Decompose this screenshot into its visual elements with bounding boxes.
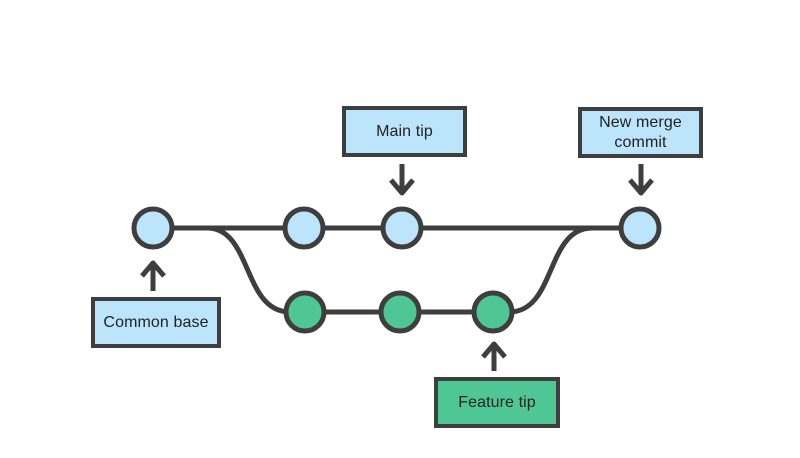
new-merge-commit-label-box: New merge commit xyxy=(578,107,703,158)
commit-node-feature-2 xyxy=(378,290,422,334)
arrow-head xyxy=(481,341,507,359)
commit-node-new-merge-commit xyxy=(618,206,662,250)
commit-node-feature-tip xyxy=(471,290,515,334)
new-merge-commit-arrow-down xyxy=(628,164,654,196)
feature-tip-label: Feature tip xyxy=(458,393,536,411)
branch-fork-curve xyxy=(207,225,291,315)
common-base-label: Common base xyxy=(103,313,209,331)
arrow-head xyxy=(628,178,654,196)
common-base-arrow-up xyxy=(140,260,166,291)
feature-tip-arrow-up xyxy=(481,341,507,371)
common-base-label-box: Common base xyxy=(91,297,221,348)
branch-merge-curve xyxy=(509,225,593,315)
commit-node-common-base xyxy=(131,206,175,250)
main-tip-label-box: Main tip xyxy=(342,106,467,157)
arrow-head xyxy=(389,178,415,196)
commit-node-main-tip xyxy=(380,206,424,250)
commit-node-main-2 xyxy=(282,206,326,250)
commit-node-feature-1 xyxy=(283,290,327,334)
main-tip-label: Main tip xyxy=(376,122,433,140)
arrow-head xyxy=(140,260,166,278)
main-tip-arrow-down xyxy=(389,164,415,196)
feature-tip-label-box: Feature tip xyxy=(434,377,560,428)
new-merge-commit-label: New merge commit xyxy=(599,113,682,151)
